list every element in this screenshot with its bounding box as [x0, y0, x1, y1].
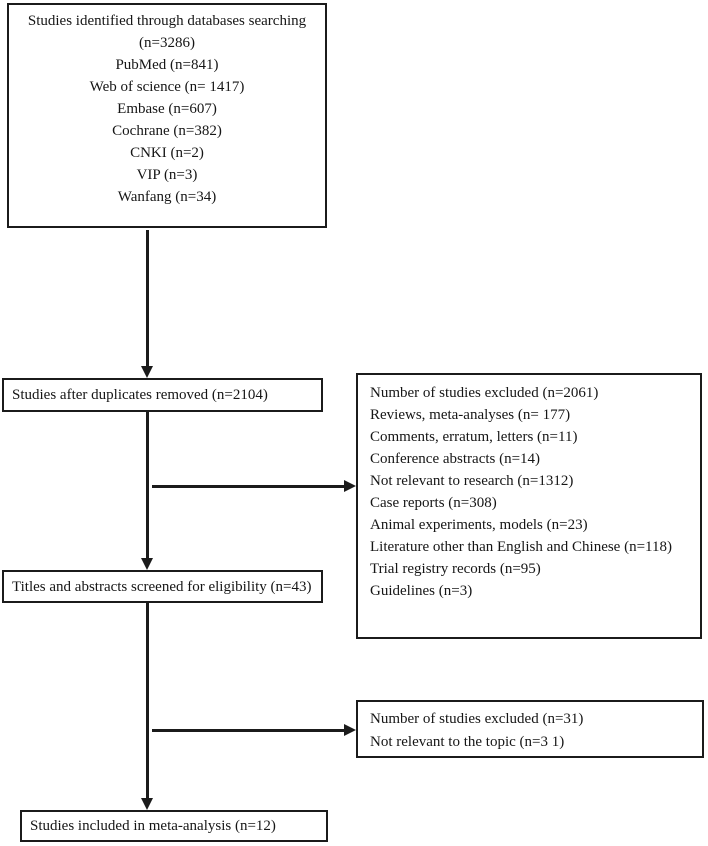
excluded1-not-relevant: Not relevant to research (n=1312) — [370, 473, 574, 489]
screened-text: Titles and abstracts screened for eligib… — [12, 578, 312, 595]
identified-total: (n=3286) — [139, 35, 195, 51]
excluded1-animal: Animal experiments, models (n=23) — [370, 517, 588, 533]
arrow-right-icon — [344, 480, 356, 492]
arrow-down-icon — [141, 558, 153, 570]
arrow-screened-to-included-line — [146, 603, 149, 798]
excluded1-case-reports: Case reports (n=308) — [370, 495, 497, 511]
arrow-down-icon — [141, 798, 153, 810]
identified-cnki: CNKI (n=2) — [130, 145, 204, 161]
flow-box-identified: Studies identified through databases sea… — [7, 3, 327, 228]
identified-cochrane: Cochrane (n=382) — [112, 123, 222, 139]
identified-wanfang: Wanfang (n=34) — [117, 189, 217, 205]
arrow-branch-excluded1-line — [152, 485, 344, 488]
excluded1-total: Number of studies excluded (n=2061) — [370, 385, 599, 401]
flow-box-excluded-screening: Number of studies excluded (n=2061) Revi… — [356, 373, 702, 639]
excluded1-guidelines: Guidelines (n=3) — [370, 583, 473, 599]
flow-box-excluded-eligibility: Number of studies excluded (n=31) Not re… — [356, 700, 704, 758]
duplicates-removed-text: Studies after duplicates removed (n=2104… — [12, 387, 268, 403]
identified-title: Studies identified through databases sea… — [27, 13, 307, 29]
identified-pubmed: PubMed (n=841) — [115, 57, 219, 73]
flow-box-screened: Titles and abstracts screened for eligib… — [2, 570, 323, 603]
excluded1-literature-language: Literature other than English and Chines… — [370, 539, 672, 555]
identified-vip: VIP (n=3) — [136, 167, 198, 183]
arrow-down-icon — [141, 366, 153, 378]
excluded1-trial-registry: Trial registry records (n=95) — [370, 561, 541, 577]
flow-box-included: Studies included in meta-analysis (n=12) — [20, 810, 328, 842]
arrow-branch-excluded2-line — [152, 729, 344, 732]
excluded2-not-relevant: Not relevant to the topic (n=3 1) — [370, 734, 565, 750]
excluded1-comments: Comments, erratum, letters (n=11) — [370, 429, 578, 445]
included-text: Studies included in meta-analysis (n=12) — [30, 818, 276, 834]
excluded1-reviews: Reviews, meta-analyses (n= 177) — [370, 407, 571, 423]
excluded2-total: Number of studies excluded (n=31) — [370, 711, 584, 727]
excluded1-conference: Conference abstracts (n=14) — [370, 451, 541, 467]
arrow-right-icon — [344, 724, 356, 736]
identified-embase: Embase (n=607) — [117, 101, 217, 117]
identified-web-of-science: Web of science (n= 1417) — [89, 79, 245, 95]
flow-box-duplicates-removed: Studies after duplicates removed (n=2104… — [2, 378, 323, 412]
arrow-duplicates-to-screened-line — [146, 412, 149, 558]
arrow-identified-to-duplicates-line — [146, 230, 149, 366]
